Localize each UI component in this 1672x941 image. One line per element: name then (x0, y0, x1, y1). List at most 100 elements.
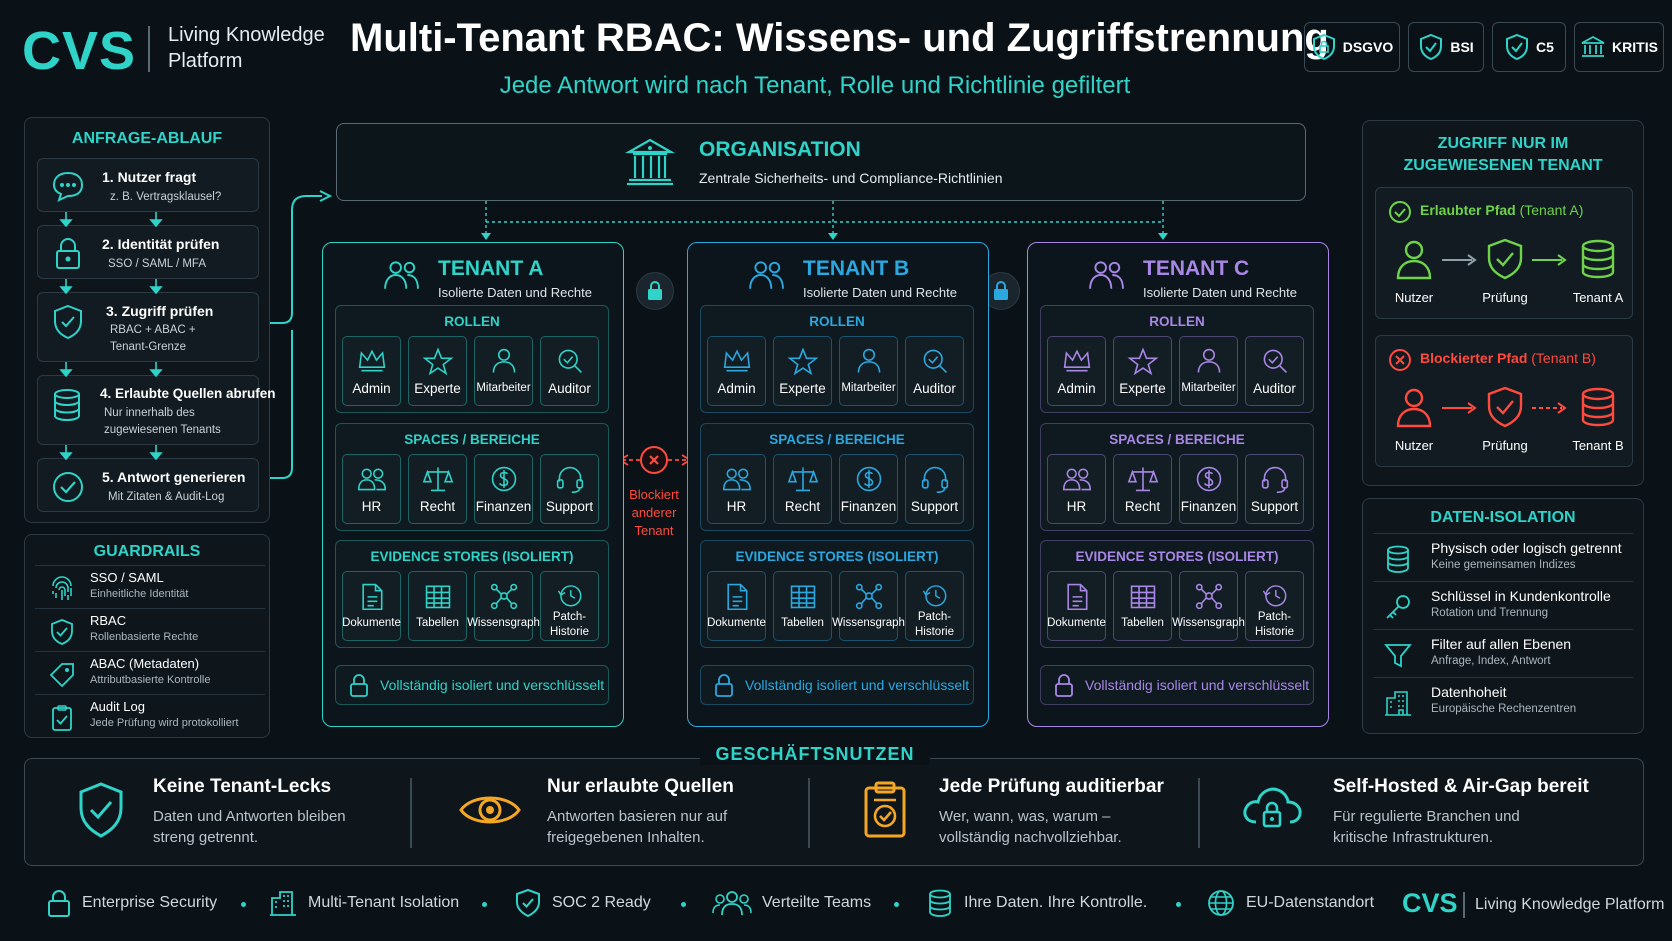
headset-icon (921, 466, 948, 494)
cell-label: Recht (1124, 499, 1161, 514)
stores-cell: Dokumente (1047, 571, 1106, 641)
cell-label: Wissensgraph (467, 617, 540, 629)
footer-dot (1176, 902, 1181, 907)
blocked-label-tenant: Tenant B (1572, 438, 1624, 453)
stores-cell: Dokumente (707, 571, 766, 641)
blocked-path-title: Blockierter Pfad (1420, 350, 1528, 366)
history-icon (1262, 585, 1286, 607)
section-title: EVIDENCE STORES (ISOLIERT) (735, 549, 939, 564)
benefit-title: Nur erlaubte Quellen (547, 776, 734, 797)
badge-dsgvo: DSGVO (1304, 22, 1400, 72)
lock-icon (648, 281, 662, 300)
shield-lock-icon (1312, 33, 1335, 61)
cell-label: HR (1066, 499, 1087, 514)
star-icon (421, 347, 454, 376)
flow-step-5: 5. Antwort generieren Mit Zitaten & Audi… (37, 458, 259, 512)
user-icon (1396, 388, 1432, 428)
scale-icon (422, 467, 453, 492)
blocked-label-2: anderer (631, 505, 677, 520)
table-icon (790, 585, 815, 609)
guardrail-title: SSO / SAML (90, 570, 164, 585)
allowed-path-tenant: (Tenant A) (1519, 202, 1584, 218)
user-icon (1197, 348, 1220, 373)
footer-dot (241, 902, 246, 907)
guardrails-title: GUARDRAILS (93, 543, 201, 560)
footer-logo: CVS (1402, 888, 1458, 918)
search-check-icon (1263, 349, 1287, 374)
filter-icon (1384, 644, 1412, 668)
isolation-footer-label: Vollständig isoliert und verschlüsselt (745, 677, 970, 693)
allowed-path: Erlaubter Pfad (Tenant A) Nutzer Prüfung… (1375, 187, 1633, 319)
blocked-label-3: Tenant (634, 523, 674, 538)
footer-dot (681, 902, 686, 907)
fingerprint-icon (52, 576, 72, 600)
building-icon (270, 891, 296, 916)
flow-step-3: 3. Zugriff prüfen RBAC + ABAC + Tenant-G… (37, 292, 259, 362)
guardrails-panel: GUARDRAILS SSO / SAML Einheitliche Ident… (24, 534, 270, 738)
arrow-right-icon (1442, 402, 1477, 414)
access-title-1: ZUGRIFF NUR IM (1437, 135, 1569, 152)
isolation-item-title: Physisch oder logisch getrennt (1431, 540, 1622, 556)
spaces-cell: Finanzen (1179, 454, 1238, 524)
check-circle-icon (1389, 201, 1411, 223)
stores-cell: Patch-Historie (540, 571, 599, 641)
benefit-desc-2: freigegebenen Inhalten. (547, 829, 705, 846)
flow-step-title: 4. Erlaubte Quellen abrufen (100, 386, 276, 401)
cell-label: Admin (1057, 381, 1096, 396)
cell-label: Recht (419, 499, 456, 514)
cell-label: Dokumente (707, 617, 766, 629)
request-flow-panel: ANFRAGE-ABLAUF 1. Nutzer fragt z. B. Ver… (24, 117, 276, 523)
guardrail-desc: Einheitliche Identität (90, 588, 189, 600)
tenant-desc: Isolierte Daten und Rechte (438, 285, 592, 300)
isolation-footer: Vollständig isoliert und verschlüsselt (700, 665, 974, 705)
stores-cell: Tabellen (1113, 571, 1172, 641)
flow-step-desc: SSO / SAML / MFA (108, 258, 206, 270)
isolation-item-desc: Keine gemeinsamen Indizes (1431, 559, 1576, 571)
access-panel: ZUGRIFF NUR IM ZUGEWIESENEN TENANT Erlau… (1362, 120, 1644, 486)
lock-icon (48, 890, 70, 917)
cell-label: HR (361, 499, 382, 514)
cell-label: Tabellen (1121, 617, 1164, 629)
stores-cell: Tabellen (408, 571, 467, 641)
cell-label: Finanzen (840, 499, 897, 514)
x-circle-icon (1389, 349, 1411, 371)
cell-label: Patch-Historie (915, 610, 954, 640)
cvs-logo: CVS (22, 21, 137, 81)
clipboard-check-icon (864, 781, 906, 838)
lock-icon (994, 281, 1008, 300)
table-icon (425, 585, 450, 609)
isolation-item-desc: Rotation und Trennung (1431, 607, 1549, 619)
allowed-path-title: Erlaubter Pfad (1420, 202, 1516, 218)
isolation-item-title: Schlüssel in Kundenkontrolle (1431, 588, 1611, 604)
blocked-label-check: Prüfung (1482, 438, 1528, 453)
user-icon (492, 348, 515, 373)
lock-icon (715, 674, 733, 697)
shield-check-icon (1420, 33, 1443, 61)
footer-item-label: Enterprise Security (82, 894, 218, 911)
cell-label: Wissensgraph (1172, 617, 1245, 629)
benefits-panel (24, 758, 1644, 866)
benefit-desc-1: Wer, wann, was, warum – (939, 808, 1111, 825)
footer-item-teams: Verteilte Teams (712, 888, 871, 918)
arrow-right-icon (1442, 254, 1477, 266)
graph-icon (1195, 583, 1222, 610)
footer-dot (482, 902, 487, 907)
section-title: EVIDENCE STORES (ISOLIERT) (1075, 549, 1279, 564)
spaces-cell: Recht (1113, 454, 1172, 524)
cell-label: Auditor (548, 381, 591, 396)
dollar-icon (856, 466, 881, 492)
guardrail-title: ABAC (Metadaten) (90, 656, 200, 671)
clipboard-check-icon (52, 705, 72, 731)
flow-step-title: 5. Antwort generieren (102, 469, 246, 485)
blocked-path: Blockierter Pfad (Tenant B) Nutzer Prüfu… (1375, 335, 1633, 467)
shield-check-icon (51, 619, 73, 645)
flow-step-2: 2. Identität prüfen SSO / SAML / MFA (37, 225, 259, 279)
isolation-footer: Vollständig isoliert und verschlüsselt (1040, 665, 1314, 705)
shield-check-icon (79, 782, 123, 838)
cell-label: Support (545, 499, 594, 514)
spaces-cell: Finanzen (839, 454, 898, 524)
